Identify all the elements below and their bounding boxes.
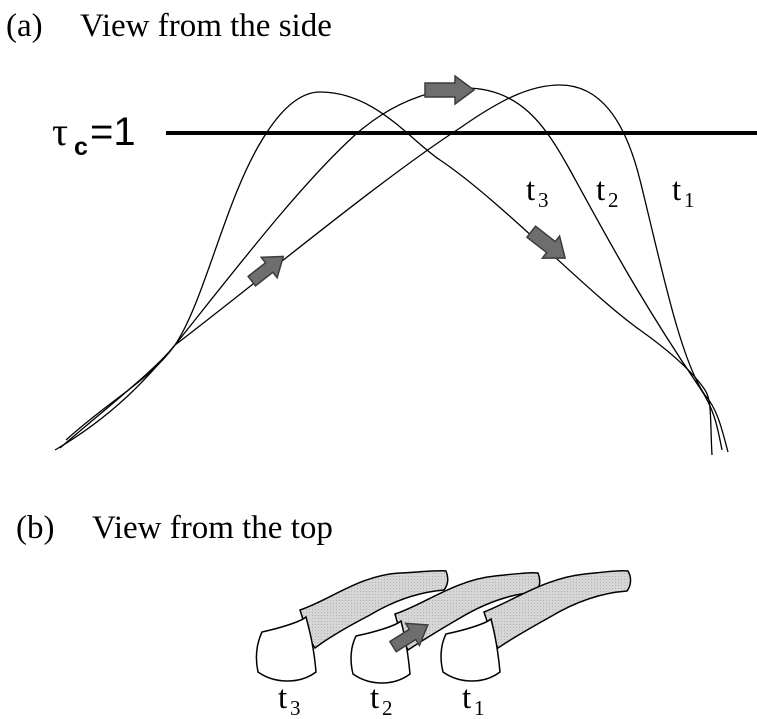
loop-label-t3: t 3 bbox=[278, 680, 301, 719]
loop-curve-t1 bbox=[65, 84, 729, 453]
arrow-icon bbox=[247, 255, 285, 287]
loop-label-t1: t 1 bbox=[462, 680, 485, 719]
curve-label-t2: t 2 bbox=[596, 172, 619, 212]
loop-footprint-t3 bbox=[255, 570, 449, 682]
tau-subscript: c bbox=[74, 133, 88, 161]
curve-label-t1: t 1 bbox=[672, 172, 695, 212]
loop-label-t2: t 2 bbox=[370, 680, 393, 719]
svg-text:1: 1 bbox=[474, 696, 485, 719]
svg-text:2: 2 bbox=[382, 696, 393, 719]
tau-level-label: τ c =1 bbox=[52, 109, 136, 161]
svg-text:3: 3 bbox=[538, 188, 549, 212]
loop-footprint-t2 bbox=[350, 572, 541, 684]
panel-b-title: View from the top bbox=[92, 510, 333, 546]
svg-text:t: t bbox=[278, 680, 287, 716]
panel-b: (b) View from the top t 3 t 2 bbox=[16, 510, 632, 719]
arrow-icon bbox=[424, 74, 476, 106]
tau-value: =1 bbox=[90, 110, 136, 154]
svg-text:1: 1 bbox=[684, 188, 695, 212]
tau-symbol: τ bbox=[52, 109, 68, 154]
loop-footprint-t1 bbox=[440, 570, 632, 682]
panel-a: (a) View from the side τ c =1 t 3 t bbox=[6, 8, 757, 456]
panel-a-marker: (a) bbox=[6, 8, 43, 44]
svg-text:3: 3 bbox=[290, 696, 301, 719]
panel-b-marker: (b) bbox=[16, 510, 54, 546]
svg-text:t: t bbox=[526, 172, 535, 208]
svg-text:2: 2 bbox=[608, 188, 619, 212]
arrow-icon bbox=[525, 225, 567, 259]
svg-text:t: t bbox=[370, 680, 379, 716]
arrow-icon bbox=[388, 622, 429, 653]
curve-label-t3: t 3 bbox=[526, 172, 549, 212]
panel-a-title: View from the side bbox=[80, 8, 332, 44]
svg-text:t: t bbox=[596, 172, 605, 208]
svg-text:t: t bbox=[672, 172, 681, 208]
svg-text:t: t bbox=[462, 680, 471, 716]
loop-curve-t3 bbox=[59, 91, 713, 456]
loop-curve-t2 bbox=[54, 87, 723, 451]
